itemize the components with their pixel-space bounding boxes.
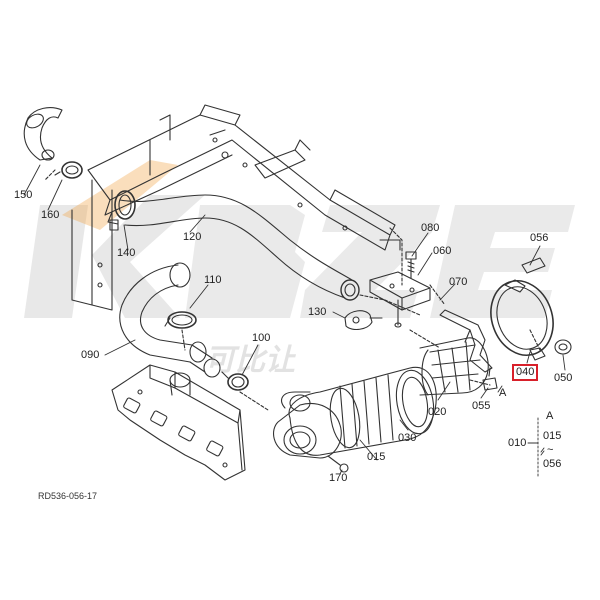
part-label-140: 140 (117, 247, 136, 259)
intake-manifold (111, 364, 246, 481)
legend-bracket (527, 417, 545, 479)
part-label-130: 130 (308, 306, 327, 318)
part-label-070: 070 (449, 276, 468, 288)
part-label-060: 060 (433, 245, 452, 257)
bracket-060 (369, 271, 431, 328)
part-label-056: 056 (530, 232, 549, 244)
part-label-040-highlighted: 040 (512, 364, 539, 381)
part-label-030: 030 (398, 432, 417, 444)
clamp-110 (164, 311, 197, 329)
clamp-100 (221, 371, 249, 391)
bolt-130 (344, 310, 383, 331)
air-cleaner-cap-015 (272, 391, 349, 473)
part-label-160: 160 (41, 209, 60, 221)
bolt-055 (482, 367, 498, 391)
callout-a: A (499, 387, 507, 399)
part-label-055: 055 (472, 400, 491, 412)
legend-range-start: 015 (543, 430, 562, 442)
clamp-160 (54, 161, 83, 179)
nut-050 (554, 339, 572, 355)
part-label-110: 110 (204, 274, 222, 286)
band-clamp-040 (490, 279, 554, 361)
hose-090 (119, 262, 221, 378)
bolt-080 (405, 251, 417, 279)
part-label-170: 170 (329, 472, 348, 484)
part-label-010: 010 (508, 437, 527, 449)
hose-150 (23, 107, 63, 161)
legend-marker-a: A (546, 410, 554, 422)
intake-pipe-120 (119, 194, 360, 301)
band-070 (439, 309, 493, 373)
clamp-140 (107, 190, 136, 231)
part-label-020: 020 (428, 406, 447, 418)
callout-lines (23, 164, 566, 475)
part-label-050: 050 (554, 372, 573, 384)
part-label-120: 120 (183, 231, 202, 243)
part-label-015: 015 (367, 451, 386, 463)
legend-range-end: 056 (543, 458, 562, 470)
drawing-code: RD536-056-17 (38, 491, 98, 501)
tag-056 (521, 257, 546, 274)
part-label-100: 100 (252, 332, 271, 344)
air-cleaner-body-030 (288, 366, 437, 456)
part-label-150: 150 (14, 189, 33, 201)
legend-range-tilde: ~ (547, 444, 554, 456)
frame-bracket (71, 104, 401, 311)
part-label-090: 090 (81, 349, 100, 361)
part-label-080: 080 (421, 222, 440, 234)
